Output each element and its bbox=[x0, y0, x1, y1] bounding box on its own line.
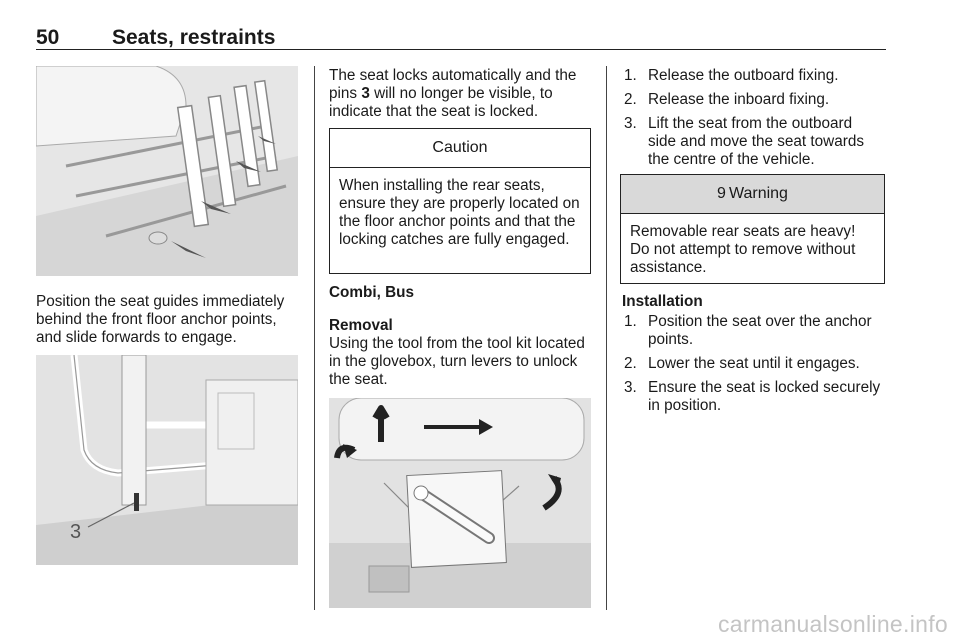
section-title: Seats, restraints bbox=[112, 26, 276, 49]
list-item: 1.Position the seat over the anchor poin… bbox=[624, 313, 872, 348]
list-item: 1.Release the outboard fixing. bbox=[624, 67, 839, 84]
list-item: 2.Lower the seat until it engages. bbox=[624, 355, 860, 372]
installation-steps-list: 1.Position the seat over the anchor poin… bbox=[624, 313, 886, 415]
header-rule bbox=[36, 49, 886, 50]
watermark: carmanualsonline.info bbox=[717, 611, 948, 637]
list-item: 3.Ensure the seat is locked securely in … bbox=[624, 379, 881, 414]
tool-drawing bbox=[329, 398, 591, 608]
warning-icon: 9 bbox=[717, 185, 726, 202]
installation-heading: Installation bbox=[622, 293, 703, 310]
seat-guide-illustration bbox=[36, 66, 298, 276]
seat-guide-drawing bbox=[36, 66, 298, 276]
seat-pin-illustration: 3 bbox=[36, 355, 298, 565]
warning-text: Removable rear seats are heavy! Do not a… bbox=[630, 223, 856, 276]
pin-reference: 3 bbox=[361, 85, 370, 102]
seat-lock-paragraph: The seat locks automatically and the pin… bbox=[329, 67, 577, 120]
page-header: 50 Seats, restraints bbox=[36, 26, 886, 52]
page-number: 50 bbox=[36, 26, 60, 49]
seat-pin-drawing bbox=[36, 355, 298, 565]
pin-callout-label: 3 bbox=[70, 521, 82, 543]
list-item: 3.Lift the seat from the outboard side a… bbox=[624, 115, 864, 168]
removal-heading: Removal bbox=[329, 317, 393, 334]
caution-box: Caution When installing the rear seats, … bbox=[329, 128, 591, 274]
list-item: 2.Release the inboard fixing. bbox=[624, 91, 830, 108]
column-divider-1 bbox=[314, 66, 315, 610]
tool-illustration bbox=[329, 398, 591, 608]
models-heading: Combi, Bus bbox=[329, 284, 414, 301]
warning-title: Warning bbox=[728, 185, 788, 202]
removal-steps-list: 1.Release the outboard fixing. 2.Release… bbox=[624, 67, 884, 169]
seat-guides-paragraph: Position the seat guides immediately beh… bbox=[36, 293, 285, 346]
column-divider-2 bbox=[606, 66, 607, 610]
removal-paragraph: Using the tool from the tool kit located… bbox=[329, 335, 585, 388]
caution-title: Caution bbox=[330, 129, 590, 168]
caution-text: When installing the rear seats, ensure t… bbox=[339, 177, 580, 248]
